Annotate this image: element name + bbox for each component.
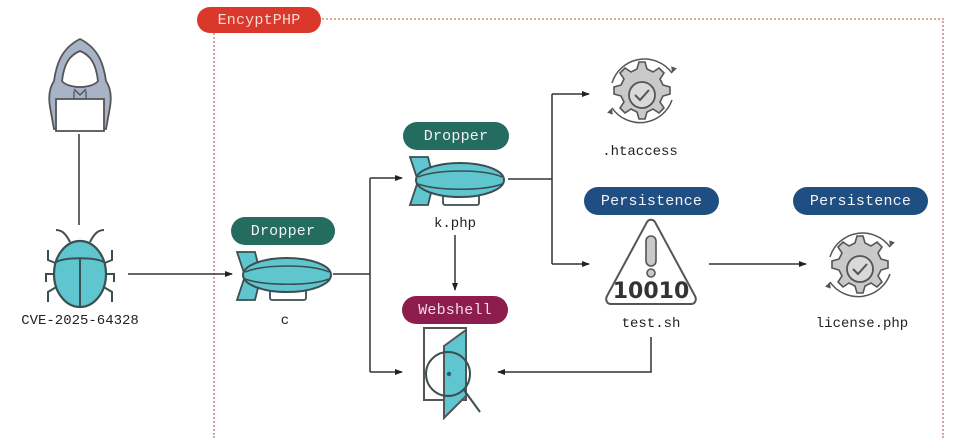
node-label-testsh: test.sh <box>621 316 681 332</box>
gear-check-icon-license[interactable] <box>820 222 900 308</box>
blimp-icon-kphp[interactable] <box>408 153 508 209</box>
vulnerability-label: CVE-2025-64328 <box>21 313 139 329</box>
connectors <box>78 91 807 375</box>
tag-webshell: Webshell <box>402 296 508 324</box>
tag-dropper-c: Dropper <box>231 217 335 245</box>
door-magnifier-icon[interactable] <box>418 326 498 420</box>
tag-persistence-testsh: Persistence <box>584 187 719 215</box>
hooded-hacker-icon <box>48 37 112 132</box>
node-label-license: license.php <box>815 316 909 332</box>
node-label-kphp: k.php <box>433 216 476 232</box>
bug-icon <box>45 229 115 309</box>
tag-persistence-license: Persistence <box>793 187 928 215</box>
encryptphp-scope-boundary <box>213 18 944 438</box>
blimp-icon-c[interactable] <box>235 248 335 304</box>
scope-tag-encryptphp: EncyptPHP <box>197 7 321 33</box>
edge-testsh-to-webshell <box>497 337 652 375</box>
gear-check-icon-htaccess[interactable] <box>602 48 682 134</box>
tag-dropper-kphp: Dropper <box>403 122 509 150</box>
warning-triangle-icon[interactable]: 10010 <box>603 218 699 306</box>
node-label-c: c <box>280 313 290 329</box>
warning-glyph-text: 10010 <box>613 279 690 304</box>
node-label-htaccess: .htaccess <box>602 144 678 160</box>
attack-flow-diagram: EncyptPHP <box>21 7 944 438</box>
